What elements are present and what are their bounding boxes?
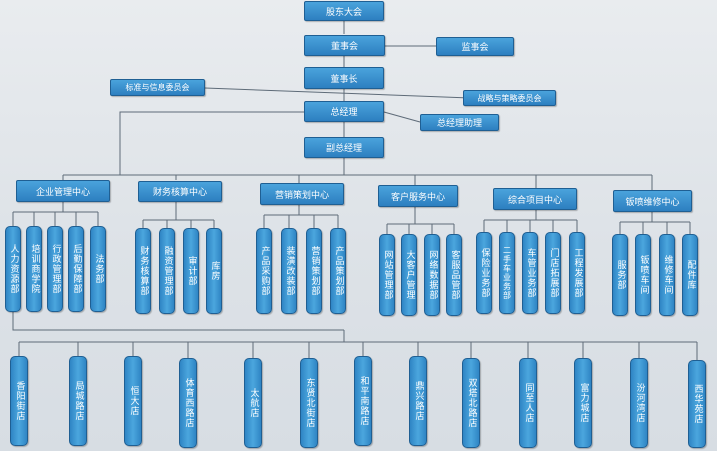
store-2: 局城路店 <box>69 356 87 446</box>
dept-product-planning: 产品策划部 <box>330 228 346 314</box>
dept-repair-workshop: 维修车间 <box>659 234 675 316</box>
dept-legal: 法务部 <box>90 226 106 312</box>
store-12: 汾河湾店 <box>630 358 648 448</box>
gm-assistant: 总经理助理 <box>420 114 499 131</box>
store-3: 恒大店 <box>124 356 142 446</box>
general-manager: 总经理 <box>304 101 384 122</box>
center-finance-accounting: 财务核算中心 <box>138 181 222 202</box>
strategy-committee: 战略与策略委员会 <box>463 90 556 106</box>
center-marketing-planning: 营销策划中心 <box>260 183 344 205</box>
dept-customer-quality: 客服品管部 <box>446 234 462 316</box>
supervisory-board: 监事会 <box>436 37 514 56</box>
deputy-general-manager: 副总经理 <box>304 137 384 158</box>
store-5: 太航店 <box>244 358 262 448</box>
dept-decoration-modification: 装潢改装部 <box>281 228 297 314</box>
store-8: 鼎兴路店 <box>409 356 427 446</box>
store-4: 体育西路店 <box>179 358 197 448</box>
dept-website-management: 网站管理部 <box>379 234 395 316</box>
dept-financial-accounting: 财务核算部 <box>135 228 151 314</box>
store-9: 双塔北路店 <box>462 358 480 448</box>
dept-vehicle-admin: 车管业务部 <box>522 232 538 314</box>
dept-body-paint-workshop: 钣喷车间 <box>635 234 651 316</box>
dept-insurance-business: 保险业务部 <box>476 232 492 314</box>
dept-used-car-business: 二手车业务部 <box>499 232 515 314</box>
dept-training-academy: 培训商学院 <box>26 226 42 312</box>
dept-product-procurement: 产品采购部 <box>256 228 272 314</box>
dept-logistics-support: 后勤保障部 <box>68 226 84 312</box>
chairman: 董事长 <box>304 67 384 89</box>
dept-service: 服务部 <box>612 234 628 316</box>
board-of-directors: 董事会 <box>304 35 385 56</box>
store-10: 同至人店 <box>519 358 537 448</box>
dept-marketing-planning: 营销策划部 <box>306 228 322 314</box>
center-body-paint-repair: 钣喷维修中心 <box>613 190 692 212</box>
dept-store-expansion: 门店拓展部 <box>545 232 561 314</box>
dept-warehouse: 库房 <box>206 228 222 314</box>
dept-parts-warehouse: 配件库 <box>682 234 698 316</box>
center-customer-service: 客户服务中心 <box>378 185 458 207</box>
dept-financing-management: 融资管理部 <box>159 228 175 314</box>
dept-network-data: 网络数据部 <box>424 234 440 316</box>
store-1: 香阳街店 <box>10 356 28 446</box>
standards-committee: 标准与信息委员会 <box>110 79 205 96</box>
store-6: 东贤北街店 <box>300 358 318 448</box>
dept-human-resources: 人力资源部 <box>5 226 21 312</box>
store-7: 和平南路店 <box>354 356 372 446</box>
dept-audit: 审计部 <box>183 228 199 314</box>
shareholders-meeting: 股东大会 <box>304 1 384 21</box>
center-integrated-projects: 综合项目中心 <box>493 188 577 210</box>
center-enterprise-management: 企业管理中心 <box>16 180 110 202</box>
store-13: 西华苑店 <box>688 360 706 448</box>
dept-administration: 行政管理部 <box>47 226 63 312</box>
dept-key-accounts: 大客户管理 <box>401 234 417 316</box>
dept-engineering-development: 工程发展部 <box>569 232 585 314</box>
store-11: 富力城店 <box>574 358 592 448</box>
